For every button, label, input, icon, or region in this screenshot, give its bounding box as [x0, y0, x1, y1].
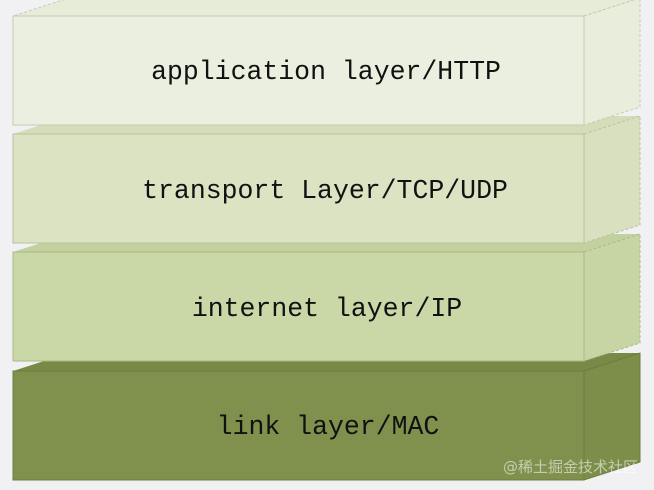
layer-link-label: link layer/MAC: [217, 412, 440, 442]
layer-application-front: [12, 15, 585, 126]
layer-internet-side: [583, 233, 641, 362]
layer-link: link layer/MAC: [12, 352, 641, 481]
layer-application-label: application layer/HTTP: [151, 57, 501, 87]
layer-application-side: [583, 0, 641, 126]
layer-transport-front: [12, 133, 585, 244]
layer-internet-label: internet layer/IP: [192, 294, 462, 324]
layer-transport: transport Layer/TCP/UDP: [12, 115, 641, 244]
layer-application-top: [12, 0, 636, 17]
layer-internet: internet layer/IP: [12, 233, 641, 362]
layer-application: application layer/HTTP: [12, 0, 641, 126]
layer-link-front: [12, 370, 585, 481]
watermark: @稀土掘金技术社区: [503, 458, 638, 476]
layer-transport-label: transport Layer/TCP/UDP: [142, 176, 508, 206]
layer-transport-side: [583, 115, 641, 244]
layer-internet-front: [12, 251, 585, 362]
